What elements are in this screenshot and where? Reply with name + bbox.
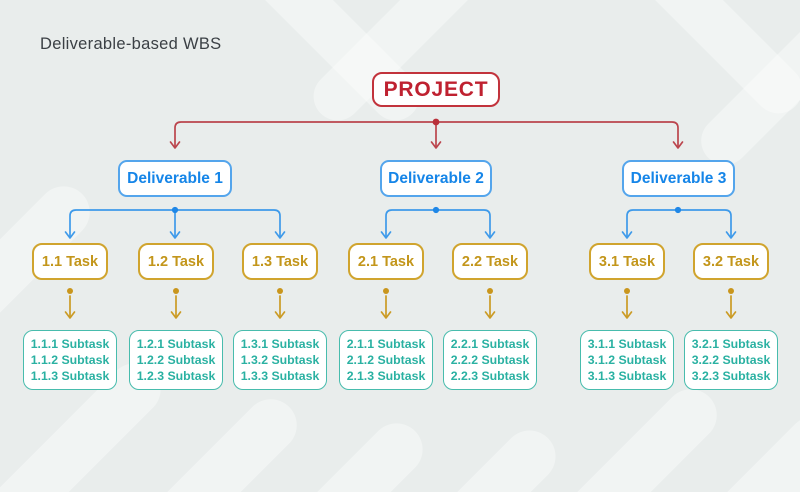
subtask-item: 1.2.2 Subtask — [136, 353, 216, 367]
gold-junction-dot — [487, 288, 493, 294]
blue-junction-dot — [674, 206, 682, 214]
subtask-item: 1.3.3 Subtask — [240, 369, 320, 383]
subtask-item: 1.3.1 Subtask — [240, 337, 320, 351]
subtask-item: 3.1.1 Subtask — [587, 337, 667, 351]
task-3-2-label: 3.2 Task — [702, 253, 760, 270]
subtask-item: 2.2.3 Subtask — [450, 369, 530, 383]
subtask-item: 1.1.3 Subtask — [30, 369, 110, 383]
project-node: PROJECT — [372, 72, 500, 107]
task-3-1-label: 3.1 Task — [598, 253, 656, 270]
subtask-group-1-3-node: 1.3.1 Subtask 1.3.2 Subtask 1.3.3 Subtas… — [233, 330, 327, 390]
project-label: PROJECT — [383, 77, 489, 101]
subtask-item: 1.2.1 Subtask — [136, 337, 216, 351]
subtask-item: 2.2.1 Subtask — [450, 337, 530, 351]
deliverable-3-label: Deliverable 3 — [630, 169, 727, 187]
subtask-group-1-2-node: 1.2.1 Subtask 1.2.2 Subtask 1.2.3 Subtas… — [129, 330, 223, 390]
blue-junction-dot — [171, 206, 179, 214]
subtask-group-2-2-node: 2.2.1 Subtask 2.2.2 Subtask 2.2.3 Subtas… — [443, 330, 537, 390]
task-1-3-label: 1.3 Task — [251, 253, 309, 270]
gold-junction-dot — [173, 288, 179, 294]
diagram-title: Deliverable-based WBS — [40, 35, 222, 53]
task-3-2-node: 3.2 Task — [693, 243, 769, 280]
subtask-group-3-1-node: 3.1.1 Subtask 3.1.2 Subtask 3.1.3 Subtas… — [580, 330, 674, 390]
subtask-item: 3.2.2 Subtask — [691, 353, 771, 367]
subtask-item: 1.1.2 Subtask — [30, 353, 110, 367]
gold-junction-dot — [277, 288, 283, 294]
subtask-item: 3.1.2 Subtask — [587, 353, 667, 367]
task-1-2-label: 1.2 Task — [147, 253, 205, 270]
gold-junction-dot — [728, 288, 734, 294]
deliverable-2-label: Deliverable 2 — [388, 169, 484, 187]
task-1-1-label: 1.1 Task — [41, 253, 99, 270]
red-junction-dot — [432, 118, 440, 126]
gold-junction-dot — [383, 288, 389, 294]
task-3-1-node: 3.1 Task — [589, 243, 665, 280]
task-1-3-node: 1.3 Task — [242, 243, 318, 280]
subtask-item: 2.1.2 Subtask — [346, 353, 426, 367]
deliverable-3-node: Deliverable 3 — [622, 160, 735, 197]
subtask-group-3-2-node: 3.2.1 Subtask 3.2.2 Subtask 3.2.3 Subtas… — [684, 330, 778, 390]
task-1-2-node: 1.2 Task — [138, 243, 214, 280]
task-1-1-node: 1.1 Task — [32, 243, 108, 280]
subtask-item: 1.2.3 Subtask — [136, 369, 216, 383]
task-2-1-node: 2.1 Task — [348, 243, 424, 280]
subtask-item: 2.1.1 Subtask — [346, 337, 426, 351]
gold-junction-dot — [624, 288, 630, 294]
red-connector — [169, 121, 684, 149]
deliverable-1-node: Deliverable 1 — [118, 160, 232, 197]
subtask-item: 2.1.3 Subtask — [346, 369, 426, 383]
subtask-item: 1.3.2 Subtask — [240, 353, 320, 367]
task-2-2-node: 2.2 Task — [452, 243, 528, 280]
subtask-group-2-1-node: 2.1.1 Subtask 2.1.2 Subtask 2.1.3 Subtas… — [339, 330, 433, 390]
task-2-1-label: 2.1 Task — [357, 253, 415, 270]
task-2-2-label: 2.2 Task — [461, 253, 519, 270]
blue-connector — [64, 209, 737, 239]
subtask-item: 1.1.1 Subtask — [30, 337, 110, 351]
deliverable-2-node: Deliverable 2 — [380, 160, 492, 197]
gold-junction-dot — [67, 288, 73, 294]
gold-connector — [64, 295, 737, 319]
deliverable-1-label: Deliverable 1 — [127, 169, 223, 187]
subtask-item: 3.1.3 Subtask — [587, 369, 667, 383]
subtask-item: 2.2.2 Subtask — [450, 353, 530, 367]
subtask-item: 3.2.3 Subtask — [691, 369, 771, 383]
subtask-item: 3.2.1 Subtask — [691, 337, 771, 351]
blue-junction-dot — [432, 206, 440, 214]
subtask-group-1-1-node: 1.1.1 Subtask 1.1.2 Subtask 1.1.3 Subtas… — [23, 330, 117, 390]
